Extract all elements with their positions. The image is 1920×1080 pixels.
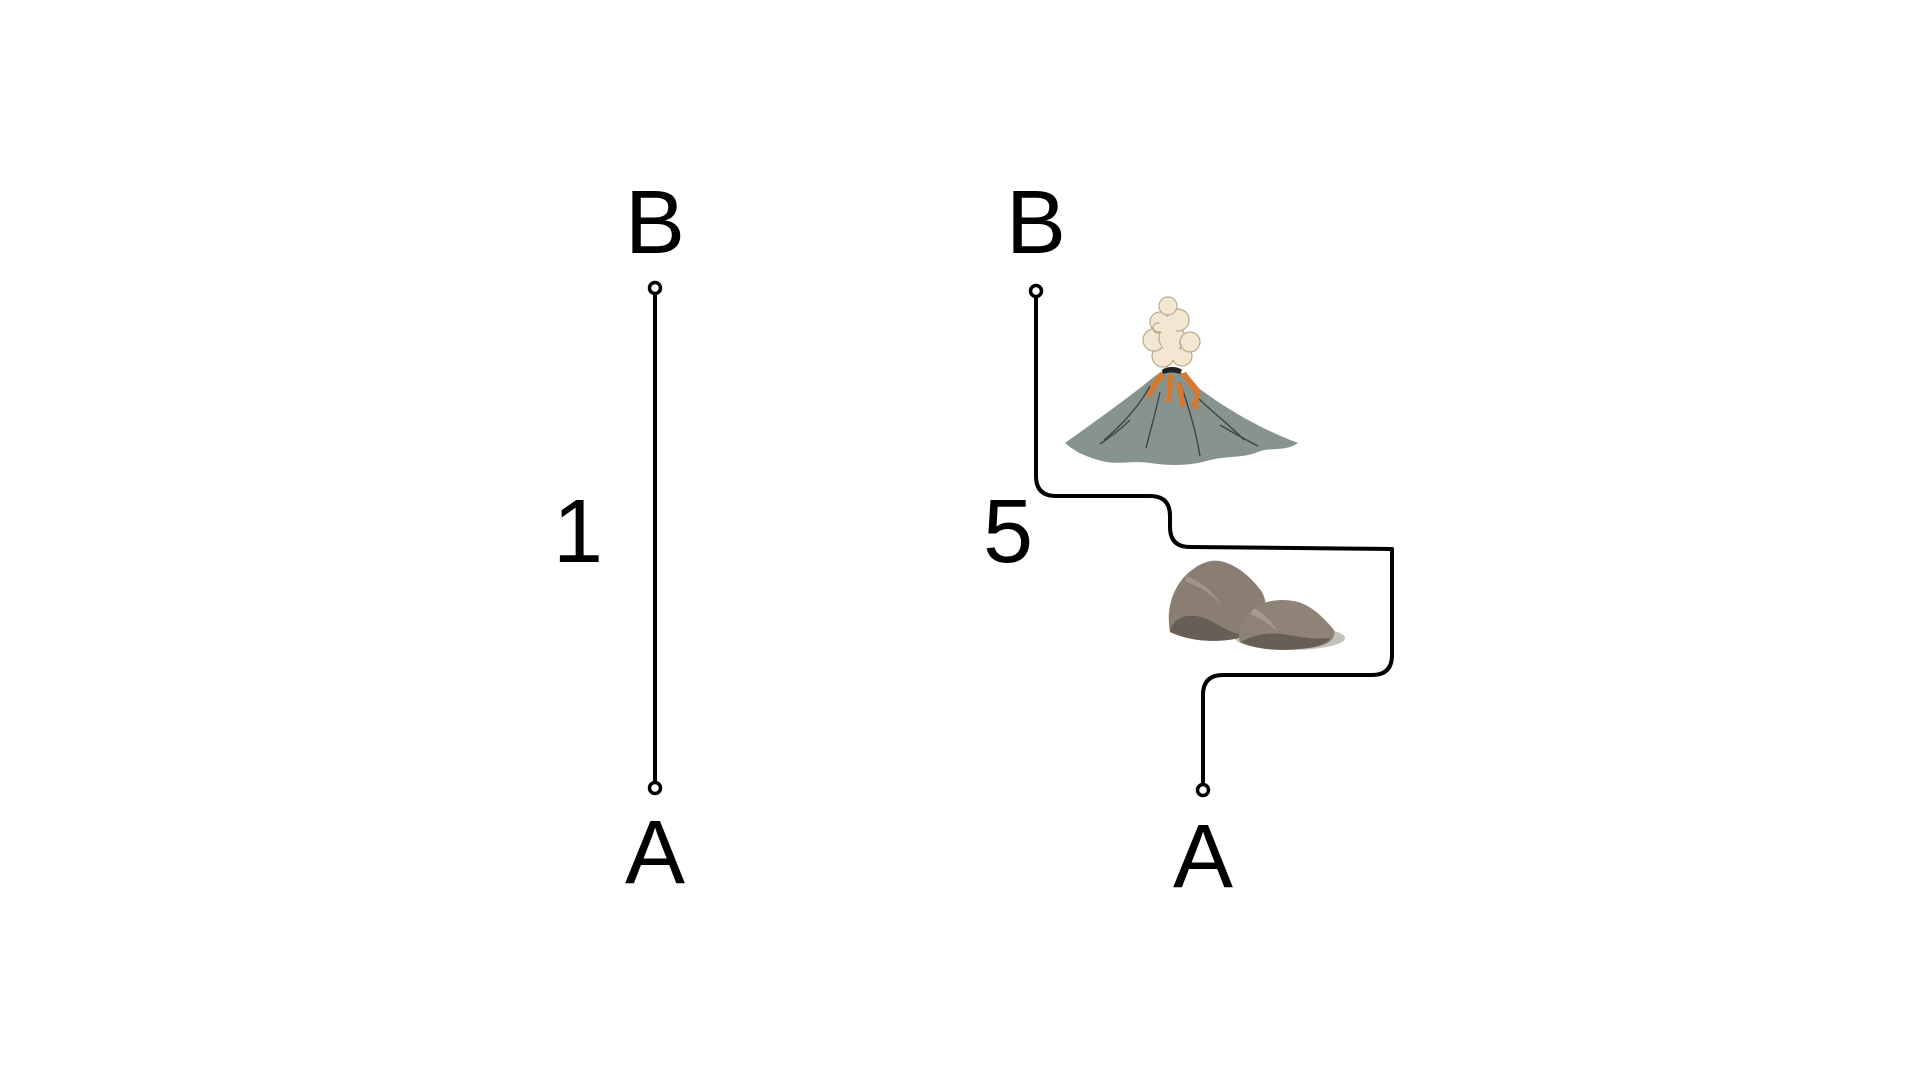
- left-start-node: [647, 280, 663, 296]
- right-cost-label: 5: [983, 482, 1033, 582]
- right-start-node: [1028, 283, 1044, 299]
- rocks-icon: [1168, 560, 1345, 650]
- left-end-label: A: [625, 803, 685, 903]
- left-end-node: [647, 780, 663, 796]
- right-end-label: A: [1173, 807, 1233, 907]
- right-route: B A 5: [983, 173, 1394, 907]
- right-start-label: B: [1006, 173, 1066, 273]
- left-route: B A 1: [553, 173, 685, 903]
- right-end-node: [1195, 782, 1211, 798]
- left-start-label: B: [625, 173, 685, 273]
- left-cost-label: 1: [553, 482, 603, 582]
- volcano-icon: [1065, 296, 1298, 465]
- right-path-line: [1034, 289, 1394, 792]
